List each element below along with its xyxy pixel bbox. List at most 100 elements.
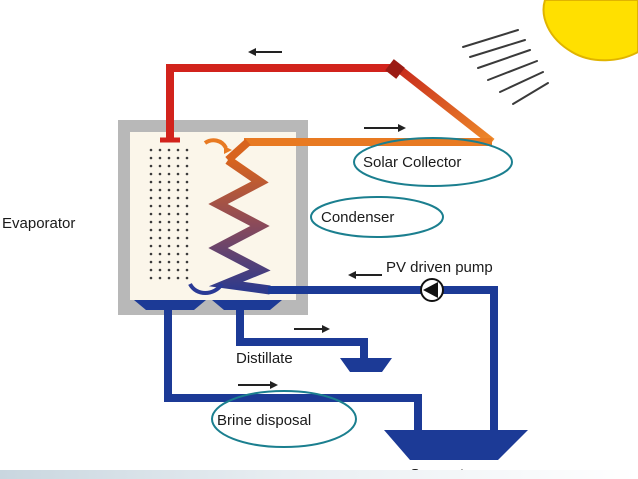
spray-dot [158, 156, 162, 160]
spray-dot [149, 196, 153, 200]
spray-dot [185, 244, 189, 248]
spray-dot [176, 268, 180, 272]
spray-dot [149, 204, 153, 208]
spray-dot [158, 180, 162, 184]
label-distillate: Distillate [236, 350, 293, 367]
spray-dot [185, 228, 189, 232]
solar-collector-panel [385, 59, 405, 79]
spray-dot [149, 156, 153, 160]
spray-dot [149, 252, 153, 256]
spray-dot [149, 148, 153, 152]
label-highlights [211, 137, 513, 448]
spray-dot [149, 268, 153, 272]
spray-dot [176, 172, 180, 176]
spray-dot [185, 252, 189, 256]
spray-dot [176, 220, 180, 224]
recirculation-arrow [188, 282, 224, 295]
spray-dot [167, 204, 171, 208]
spray-dot [176, 156, 180, 160]
spray-dot [149, 228, 153, 232]
spray-dot [149, 172, 153, 176]
spray-dot [149, 236, 153, 240]
spray-dot [149, 180, 153, 184]
slide-bottom-strip [0, 470, 638, 479]
spray-dot [149, 220, 153, 224]
spray-dot [176, 276, 180, 280]
sea-water-basin [384, 430, 528, 460]
spray-dot [158, 188, 162, 192]
label-solar-collector: Solar Collector [363, 154, 461, 171]
label-condenser: Condenser [321, 209, 394, 226]
spray-dot [176, 196, 180, 200]
spray-dot [158, 252, 162, 256]
spray-dot [185, 260, 189, 264]
spray-dot [158, 196, 162, 200]
condenser-coil [208, 156, 271, 295]
spray-dot [158, 172, 162, 176]
spray-dot [176, 228, 180, 232]
sun-rays [462, 29, 549, 105]
spray-dot [167, 148, 171, 152]
spray-dot [185, 220, 189, 224]
spray-dot [167, 188, 171, 192]
spray-dot [185, 276, 189, 280]
spray-dot [158, 276, 162, 280]
spray-dot [176, 204, 180, 208]
spray-dot [167, 172, 171, 176]
label-pv-pump: PV driven pump [386, 259, 493, 276]
spray-dot [167, 196, 171, 200]
spray-dot [149, 164, 153, 168]
cold-water-pipes [164, 286, 498, 432]
spray-dot [158, 260, 162, 264]
spray-dot [149, 276, 153, 280]
brine-tray [134, 300, 206, 310]
spray-dot [158, 148, 162, 152]
spray-dot [167, 252, 171, 256]
spray-dot [185, 164, 189, 168]
flow-arrow-icon [238, 48, 406, 389]
spray-dot [158, 228, 162, 232]
spray-dot [167, 276, 171, 280]
label-evaporator: Evaporator [2, 215, 75, 232]
spray-dot [185, 204, 189, 208]
spray-dot [167, 164, 171, 168]
spray-dot [167, 236, 171, 240]
spray-dot [176, 188, 180, 192]
spray-dot [185, 196, 189, 200]
spray-dot [158, 220, 162, 224]
hot-water-pipe [160, 64, 495, 146]
spray-dot [158, 236, 162, 240]
spray-dot [158, 164, 162, 168]
spray-dot [167, 228, 171, 232]
spray-dot [185, 148, 189, 152]
spray-dot [149, 260, 153, 264]
spray-dot [149, 188, 153, 192]
spray-dot [158, 244, 162, 248]
spray-dot [167, 156, 171, 160]
label-brine-disposal: Brine disposal [217, 412, 311, 429]
spray-dot [158, 212, 162, 216]
spray-dot [176, 212, 180, 216]
spray-dot [167, 212, 171, 216]
spray-dot [176, 148, 180, 152]
spray-dot [167, 244, 171, 248]
spray-dot [176, 180, 180, 184]
spray-dot [149, 212, 153, 216]
pump-icon [420, 278, 444, 302]
spray-dot [176, 260, 180, 264]
spray-dot [167, 220, 171, 224]
spray-dot [185, 180, 189, 184]
spray-dot [176, 252, 180, 256]
spray-dot [158, 268, 162, 272]
spray-dot [167, 260, 171, 264]
spray-dot [176, 164, 180, 168]
evaporator-chamber [130, 132, 296, 300]
distillate-basin [340, 358, 392, 372]
distillate-tray [212, 300, 282, 310]
spray-dot [185, 236, 189, 240]
spray-dot [185, 156, 189, 160]
spray-dot [185, 212, 189, 216]
spray-dot [185, 268, 189, 272]
spray-dot [167, 180, 171, 184]
